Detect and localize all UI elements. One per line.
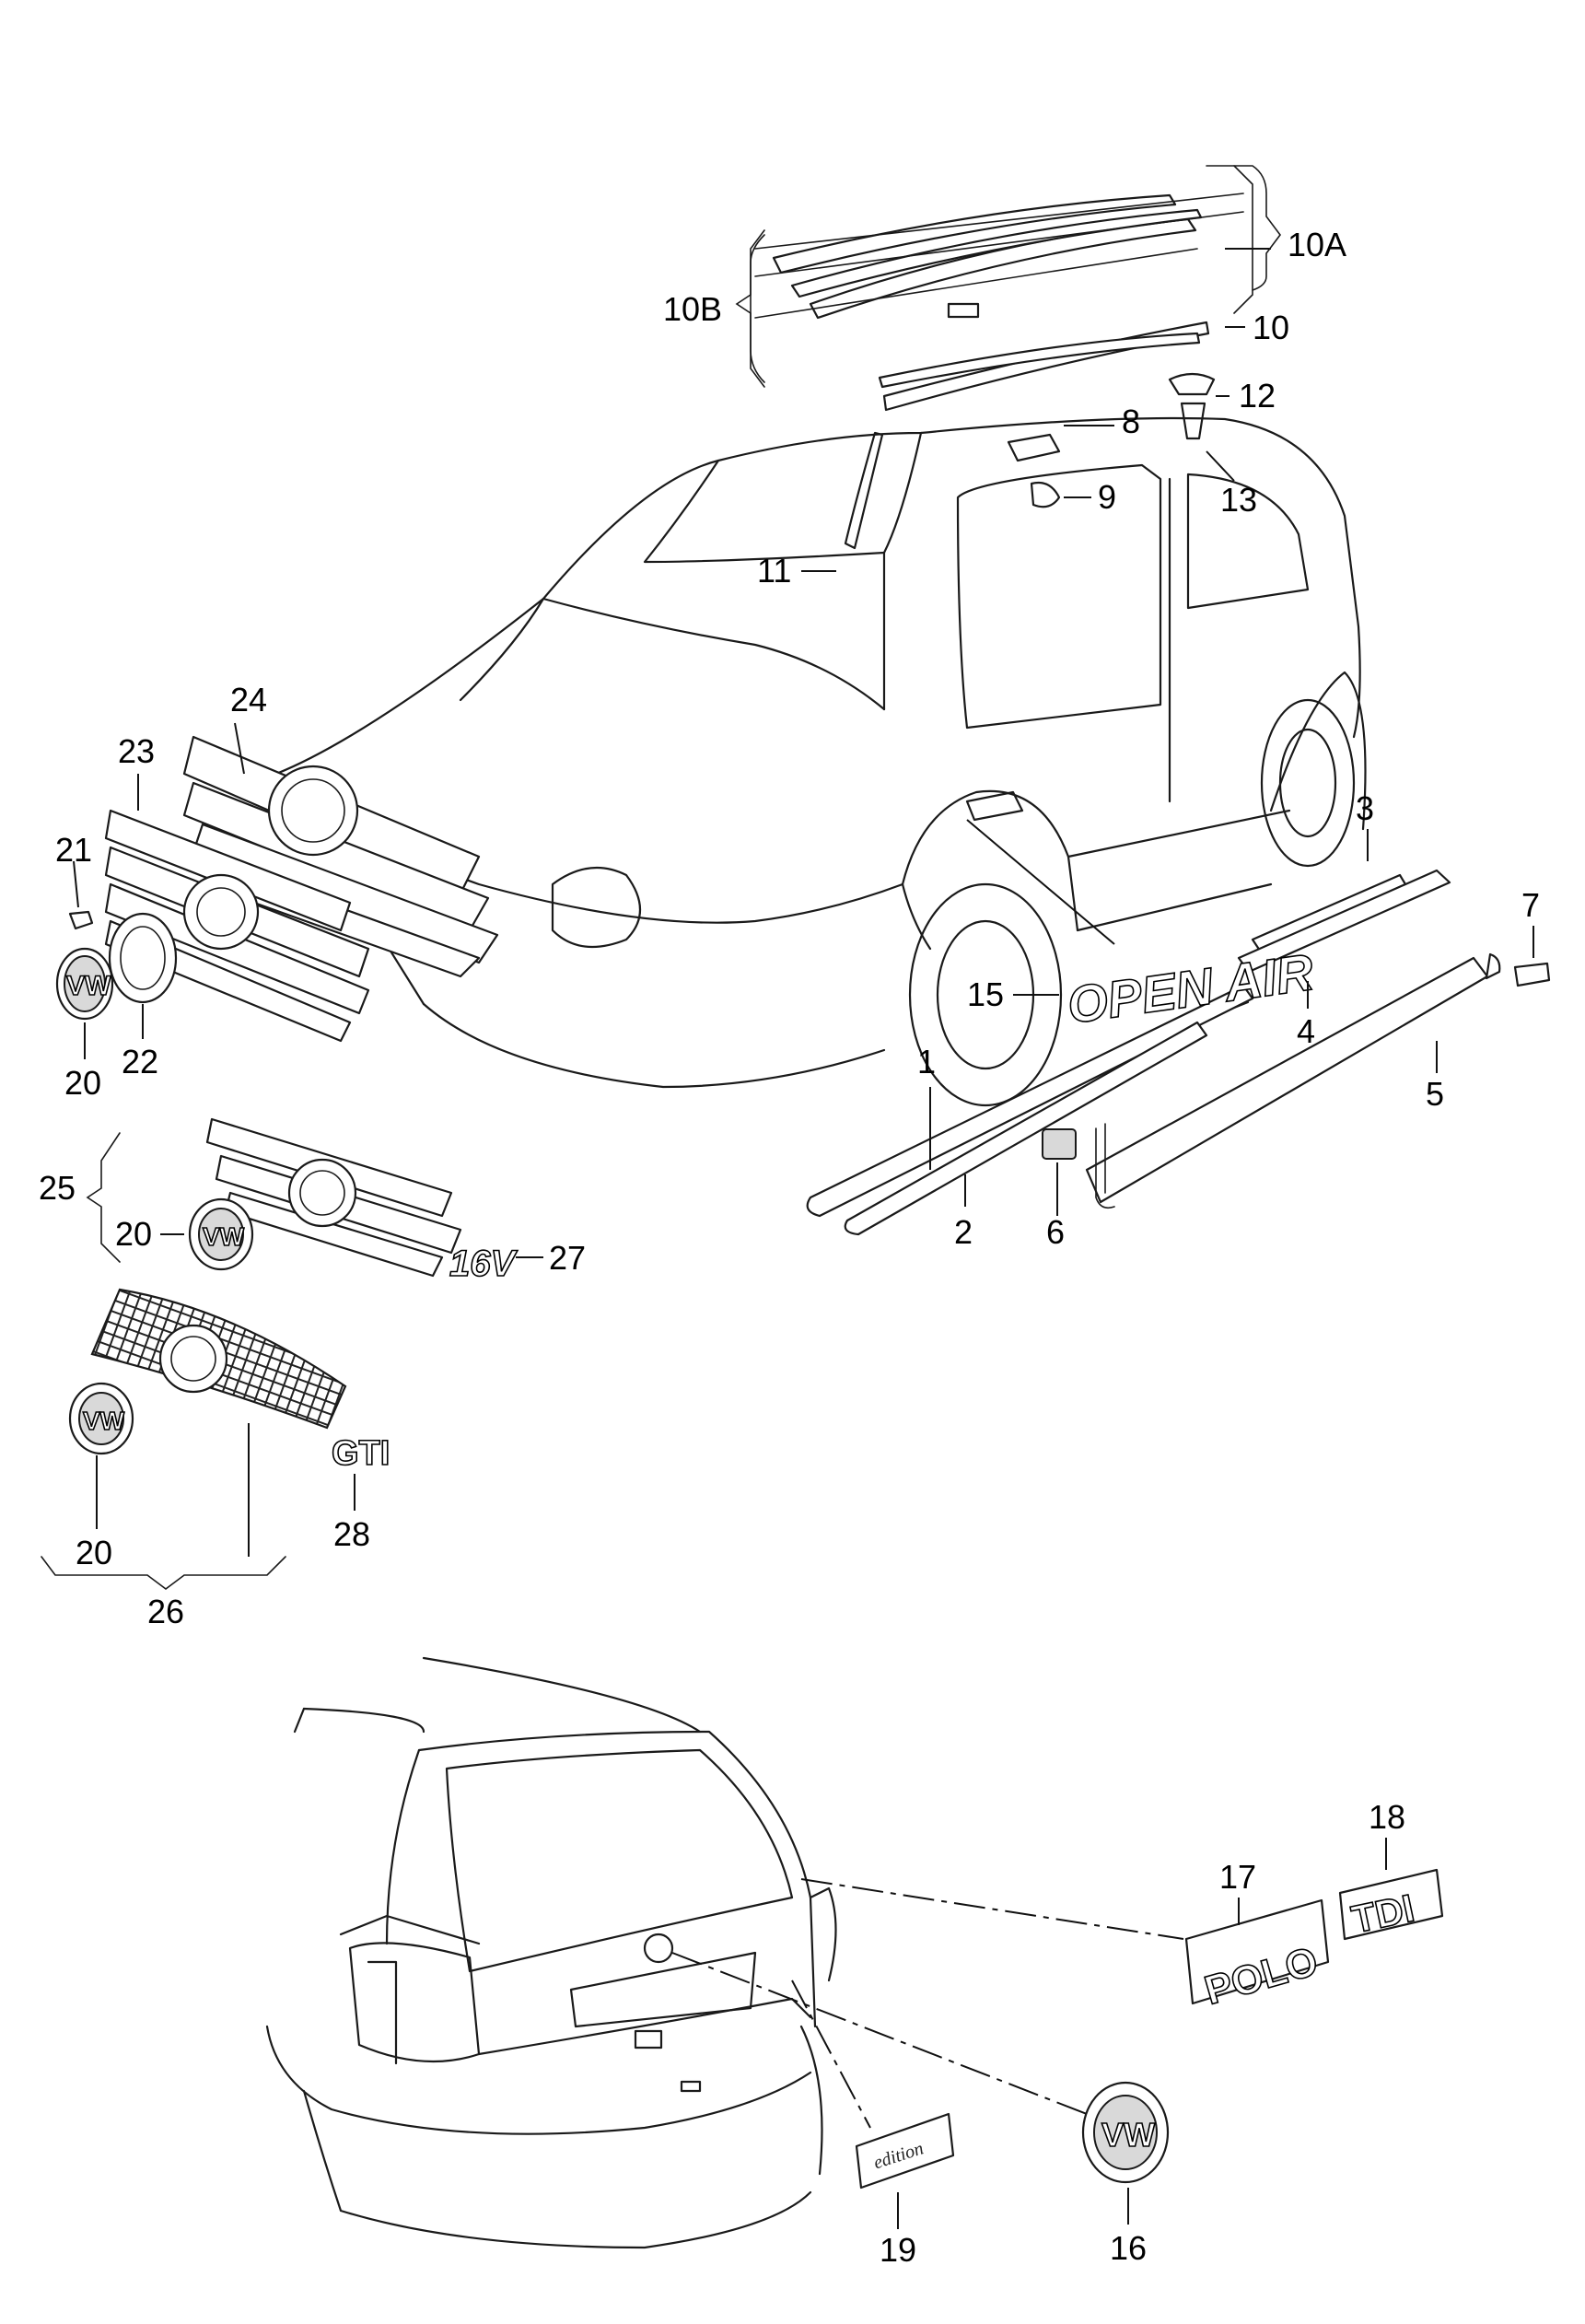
callout-12: 12 [1239,377,1276,415]
callout-labels: 1 2 3 4 5 6 7 8 9 10 10A 10B 11 12 13 15… [39,226,1540,2269]
callout-24: 24 [230,681,267,718]
callout-10: 10 [1253,309,1289,346]
svg-text:GTI: GTI [332,1434,390,1473]
callout-11: 11 [757,552,791,590]
callout-6: 6 [1046,1213,1065,1251]
callout-27: 27 [549,1239,586,1277]
svg-text:VW: VW [1101,2116,1155,2154]
callout-9: 9 [1098,478,1116,516]
callout-1: 1 [917,1043,936,1080]
16v-emblem: 16V [449,1243,519,1285]
edition-badge: edition [855,2112,955,2190]
car-body-rear-view [265,1656,837,2249]
callout-7: 7 [1521,886,1540,924]
polo-emblem: POLO [1184,1898,1330,2015]
callout-28: 28 [333,1515,370,1553]
svg-text:VW: VW [66,971,111,1001]
badge-retainer-ring [108,912,178,1004]
callout-25: 25 [39,1169,76,1207]
callout-3: 3 [1356,789,1374,827]
roof-rail-assembly [750,165,1253,550]
callout-13: 13 [1220,481,1257,519]
bracket-lines [41,165,1281,1590]
svg-text:VW: VW [203,1222,245,1251]
screw-21 [68,910,94,930]
vw-badge-rear: VW [1081,2081,1170,2184]
svg-text:VW: VW [83,1407,125,1435]
callout-23: 23 [118,732,155,770]
callout-10b: 10B [663,290,722,328]
dash-leader-lines [671,1878,1184,2129]
svg-text:16V: 16V [449,1244,518,1284]
callout-15: 15 [967,975,1004,1013]
gti-emblem: GTI [331,1433,390,1474]
callout-10a: 10A [1288,226,1346,263]
callout-20-variant-26: 20 [76,1534,112,1571]
callout-17: 17 [1219,1858,1256,1896]
callout-16: 16 [1110,2229,1147,2267]
callout-21: 21 [55,831,92,869]
callout-26: 26 [147,1593,184,1630]
callout-8: 8 [1122,403,1140,440]
callout-2: 2 [954,1213,973,1251]
callout-4: 4 [1297,1012,1315,1050]
callout-19: 19 [880,2231,916,2269]
callout-20-variant-25: 20 [115,1215,152,1253]
callout-20-front: 20 [64,1064,101,1102]
callout-22: 22 [122,1043,158,1080]
vw-badge-front: VW [55,947,114,1021]
front-grille-mesh-26: VW [68,1288,347,1455]
leader-lines [73,248,1534,2229]
tdi-emblem: TDI [1338,1868,1444,1942]
front-grille-variant-25: VW [188,1117,462,1278]
callout-18: 18 [1369,1798,1405,1836]
callout-5: 5 [1426,1075,1444,1113]
